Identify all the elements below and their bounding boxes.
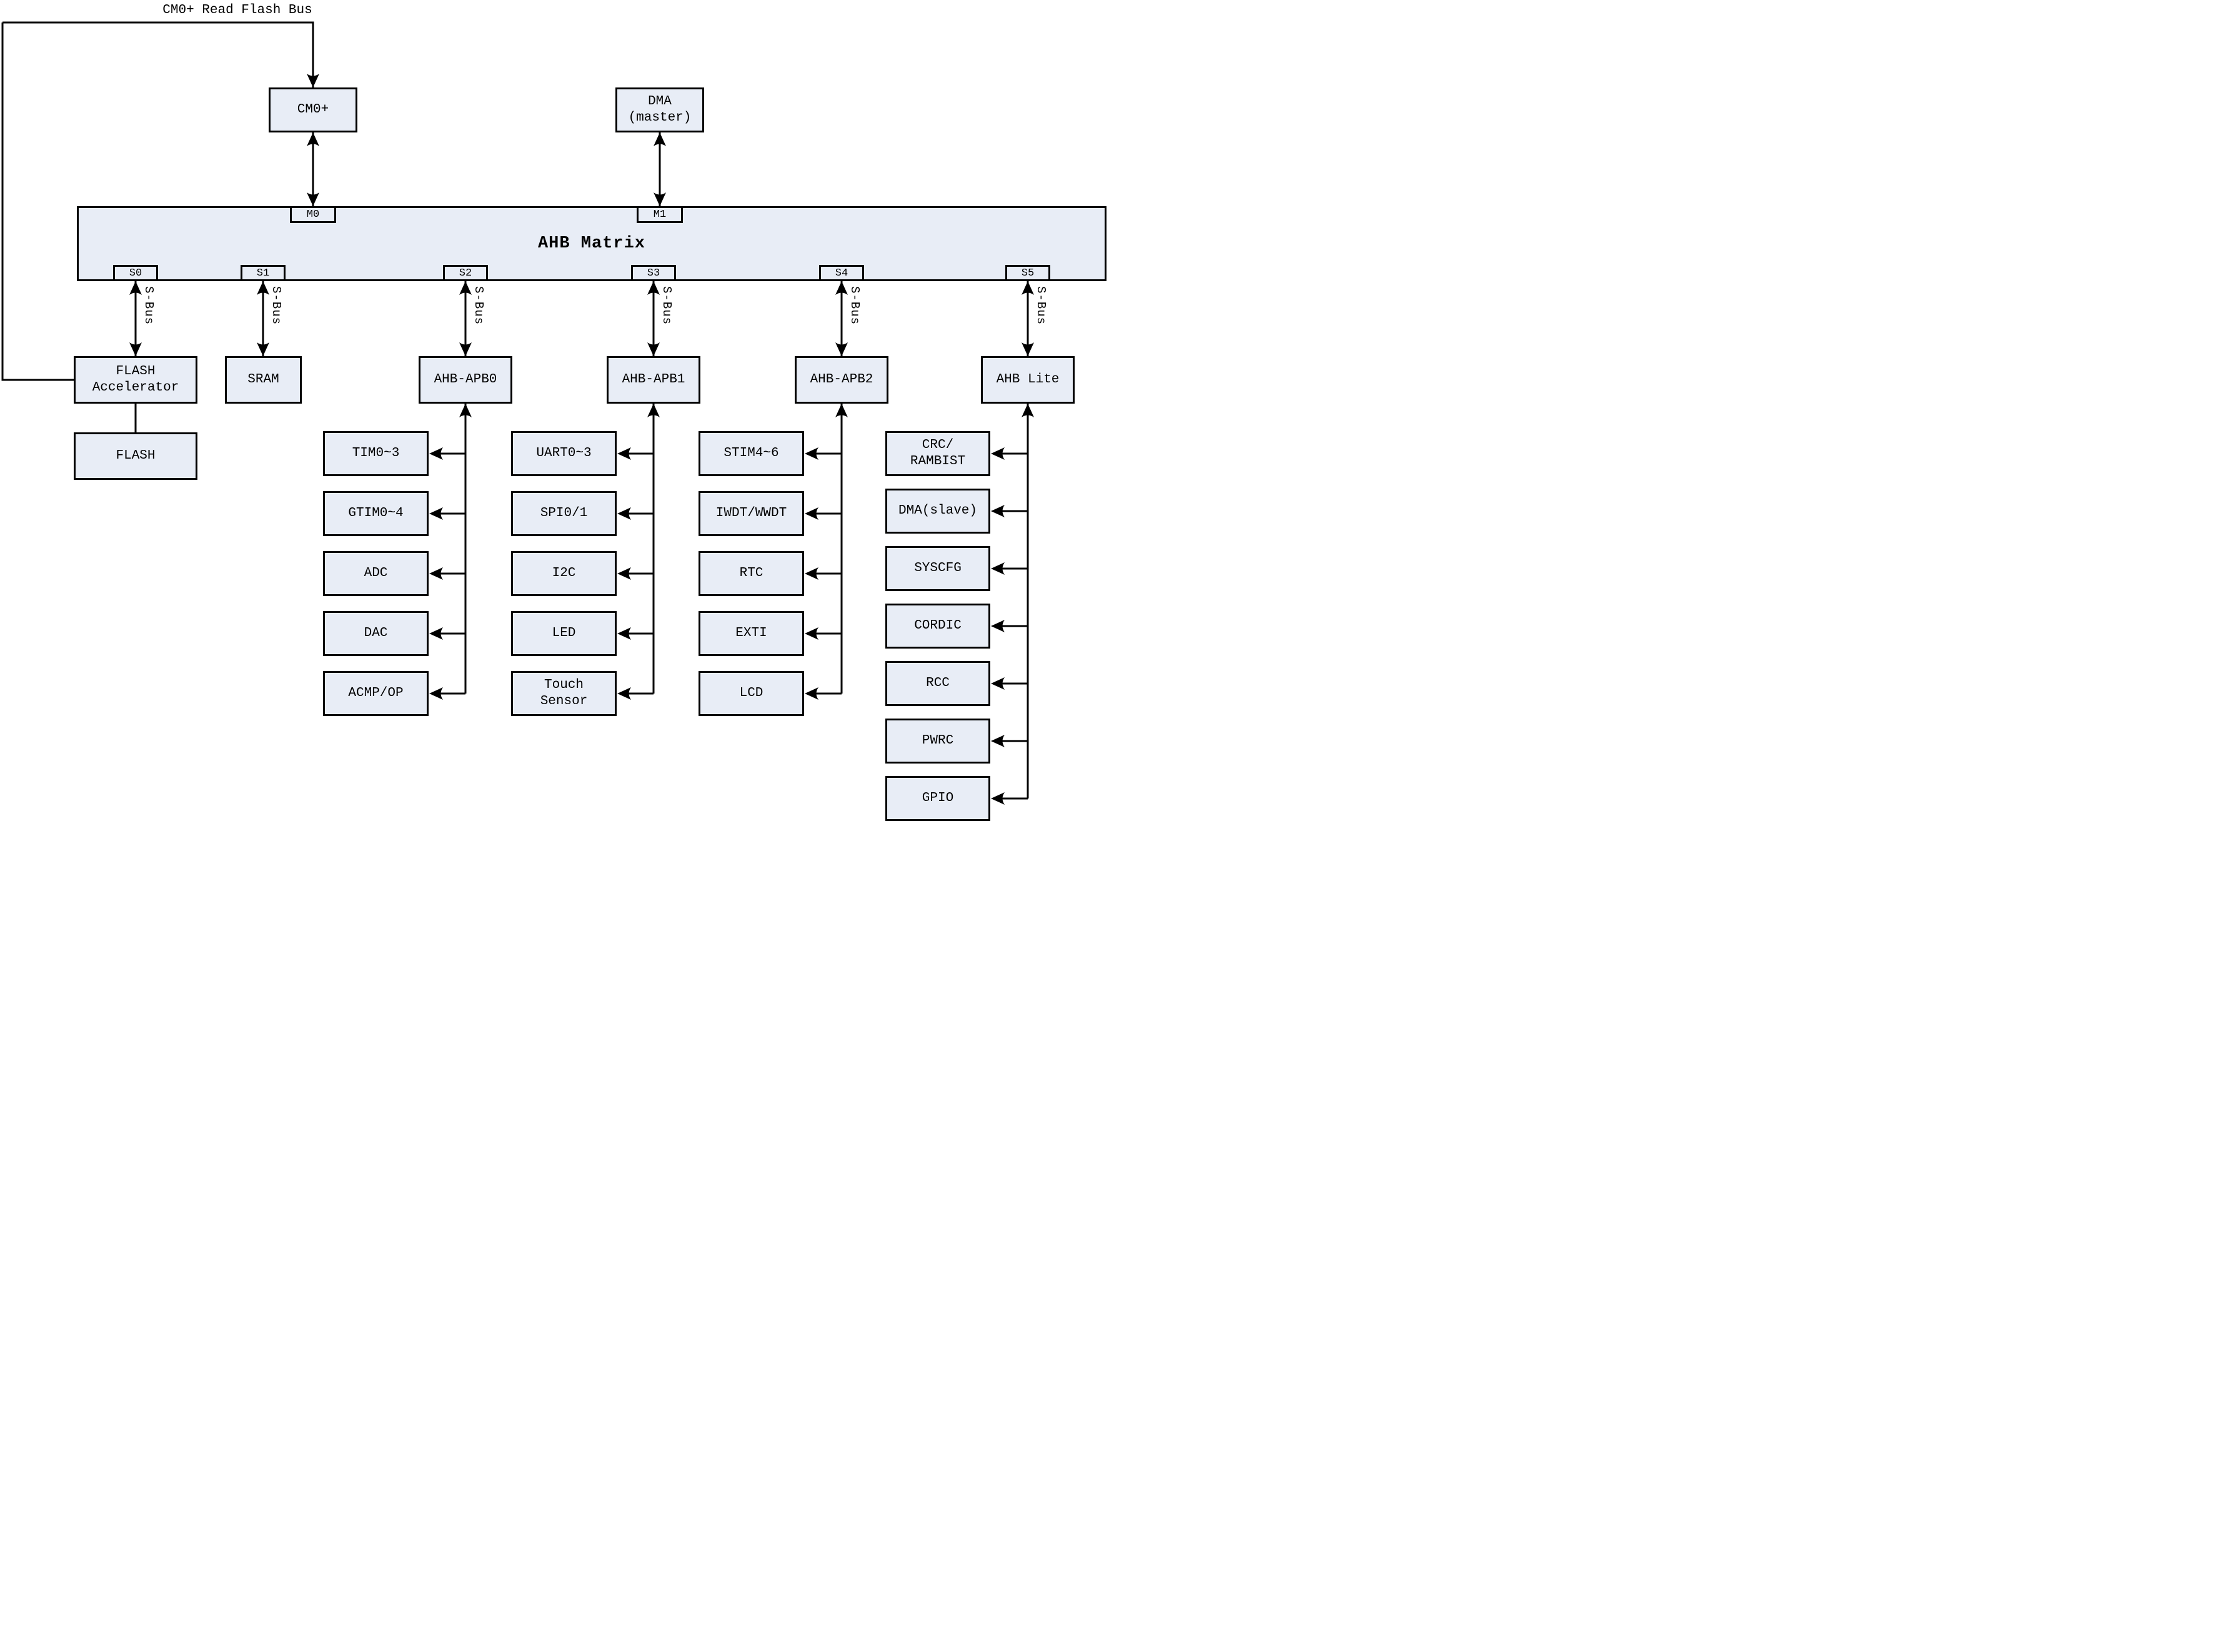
dac-box: DAC (323, 611, 429, 656)
apb2-item4-arrowhead (805, 687, 818, 700)
apb1-item3-arrowhead (617, 627, 631, 640)
ahb-lite-item0-arrowhead (991, 447, 1005, 460)
rtc-box: RTC (699, 551, 804, 596)
apb1-bus-arrow-up (647, 404, 660, 417)
master0-arrow-down (307, 192, 319, 206)
led-box: LED (511, 611, 617, 656)
sbus0-arrow-up (129, 281, 142, 295)
read-flash-bus-left-line (1, 22, 74, 381)
acmp-op-box: ACMP/OP (323, 671, 429, 716)
stim4-6-box: STIM4~6 (699, 431, 804, 476)
master1-arrow-down (654, 192, 666, 206)
sbus5-arrow-down (1022, 342, 1034, 356)
sbus3-arrow-up (647, 281, 660, 295)
cm0-box: CM0+ (269, 87, 357, 132)
adc-box: ADC (323, 551, 429, 596)
matrix-port-s0: S0 (113, 265, 158, 279)
apb2-bus-arrow-up (835, 404, 848, 417)
flash-accelerator-box: FLASH Accelerator (74, 356, 197, 404)
sbus3-arrow-down (647, 342, 660, 356)
ahb-lite-item3-arrowhead (991, 620, 1005, 632)
sbus5-arrow-up (1022, 281, 1034, 295)
matrix-port-s2: S2 (443, 265, 488, 279)
ahb-apb0-box: AHB-APB0 (419, 356, 512, 404)
crc-rambist-box: CRC/ RAMBIST (885, 431, 990, 476)
read-flash-bus-arrowhead (307, 74, 319, 87)
ahb-matrix-bar: AHB Matrix (77, 206, 1107, 281)
apb2-item1-arrowhead (805, 507, 818, 520)
ahb-apb1-box: AHB-APB1 (607, 356, 700, 404)
spi0-1-box: SPI0/1 (511, 491, 617, 536)
s-bus-label-s1: S-Bus (269, 286, 283, 326)
exti-box: EXTI (699, 611, 804, 656)
s-bus-label-s4: S-Bus (848, 286, 862, 326)
ahb-lite-item2-arrowhead (991, 562, 1005, 575)
sbus4-arrow-down (835, 342, 848, 356)
dma-slave-box: DMA(slave) (885, 489, 990, 534)
ahb-apb2-box: AHB-APB2 (795, 356, 888, 404)
apb1-item1-arrowhead (617, 507, 631, 520)
iwdt-wwdt-box: IWDT/WWDT (699, 491, 804, 536)
syscfg-box: SYSCFG (885, 546, 990, 591)
gpio-box: GPIO (885, 776, 990, 821)
apb0-item1-arrowhead (429, 507, 443, 520)
ahb-lite-box: AHB Lite (981, 356, 1075, 404)
pwrc-box: PWRC (885, 719, 990, 764)
lcd-box: LCD (699, 671, 804, 716)
sbus1-arrow-down (257, 342, 269, 356)
apb2-item2-arrowhead (805, 567, 818, 580)
apb0-item0-arrowhead (429, 447, 443, 460)
s-bus-label-s0: S-Bus (142, 286, 156, 326)
matrix-port-s4: S4 (819, 265, 864, 279)
rcc-box: RCC (885, 661, 990, 706)
tim0-3-box: TIM0~3 (323, 431, 429, 476)
apb0-item2-arrowhead (429, 567, 443, 580)
ahb-lite-item4-arrowhead (991, 677, 1005, 690)
apb1-item2-arrowhead (617, 567, 631, 580)
s-bus-label-s3: S-Bus (660, 286, 674, 326)
sbus1-arrow-up (257, 281, 269, 295)
apb0-item4-arrowhead (429, 687, 443, 700)
ahb-lite-item1-arrowhead (991, 505, 1005, 517)
master1-arrow-up (654, 132, 666, 146)
touch-sensor-box: Touch Sensor (511, 671, 617, 716)
cordic-box: CORDIC (885, 604, 990, 649)
apb1-item4-arrowhead (617, 687, 631, 700)
sram-box: SRAM (225, 356, 302, 404)
apb2-item3-arrowhead (805, 627, 818, 640)
s-bus-label-s2: S-Bus (472, 286, 485, 326)
gtim0-4-box: GTIM0~4 (323, 491, 429, 536)
sbus2-arrow-up (459, 281, 472, 295)
ahb-lite-bus-arrow-up (1022, 404, 1034, 417)
apb2-item0-arrowhead (805, 447, 818, 460)
connector-layer (1, 21, 1034, 805)
flash-box: FLASH (74, 432, 197, 480)
matrix-port-m0: M0 (290, 208, 336, 223)
sbus0-arrow-down (129, 342, 142, 356)
uart0-3-box: UART0~3 (511, 431, 617, 476)
cm0-read-flash-bus-label: CM0+ Read Flash Bus (162, 3, 312, 17)
i2c-box: I2C (511, 551, 617, 596)
matrix-port-m1: M1 (637, 208, 683, 223)
apb1-item0-arrowhead (617, 447, 631, 460)
ahb-lite-item5-arrowhead (991, 735, 1005, 747)
matrix-port-s5: S5 (1005, 265, 1050, 279)
block-diagram-canvas: CM0+ Read Flash Bus CM0+ DMA (master) AH… (0, 0, 1109, 826)
sbus4-arrow-up (835, 281, 848, 295)
ahb-lite-item6-arrowhead (991, 792, 1005, 805)
master0-arrow-up (307, 132, 319, 146)
matrix-port-s1: S1 (241, 265, 286, 279)
s-bus-label-s5: S-Bus (1034, 286, 1048, 326)
apb0-item3-arrowhead (429, 627, 443, 640)
ahb-matrix-title: AHB Matrix (537, 234, 646, 253)
dma-master-box: DMA (master) (615, 87, 704, 132)
sbus2-arrow-down (459, 342, 472, 356)
apb0-bus-arrow-up (459, 404, 472, 417)
matrix-port-s3: S3 (631, 265, 676, 279)
read-flash-bus-top-line (2, 21, 314, 87)
